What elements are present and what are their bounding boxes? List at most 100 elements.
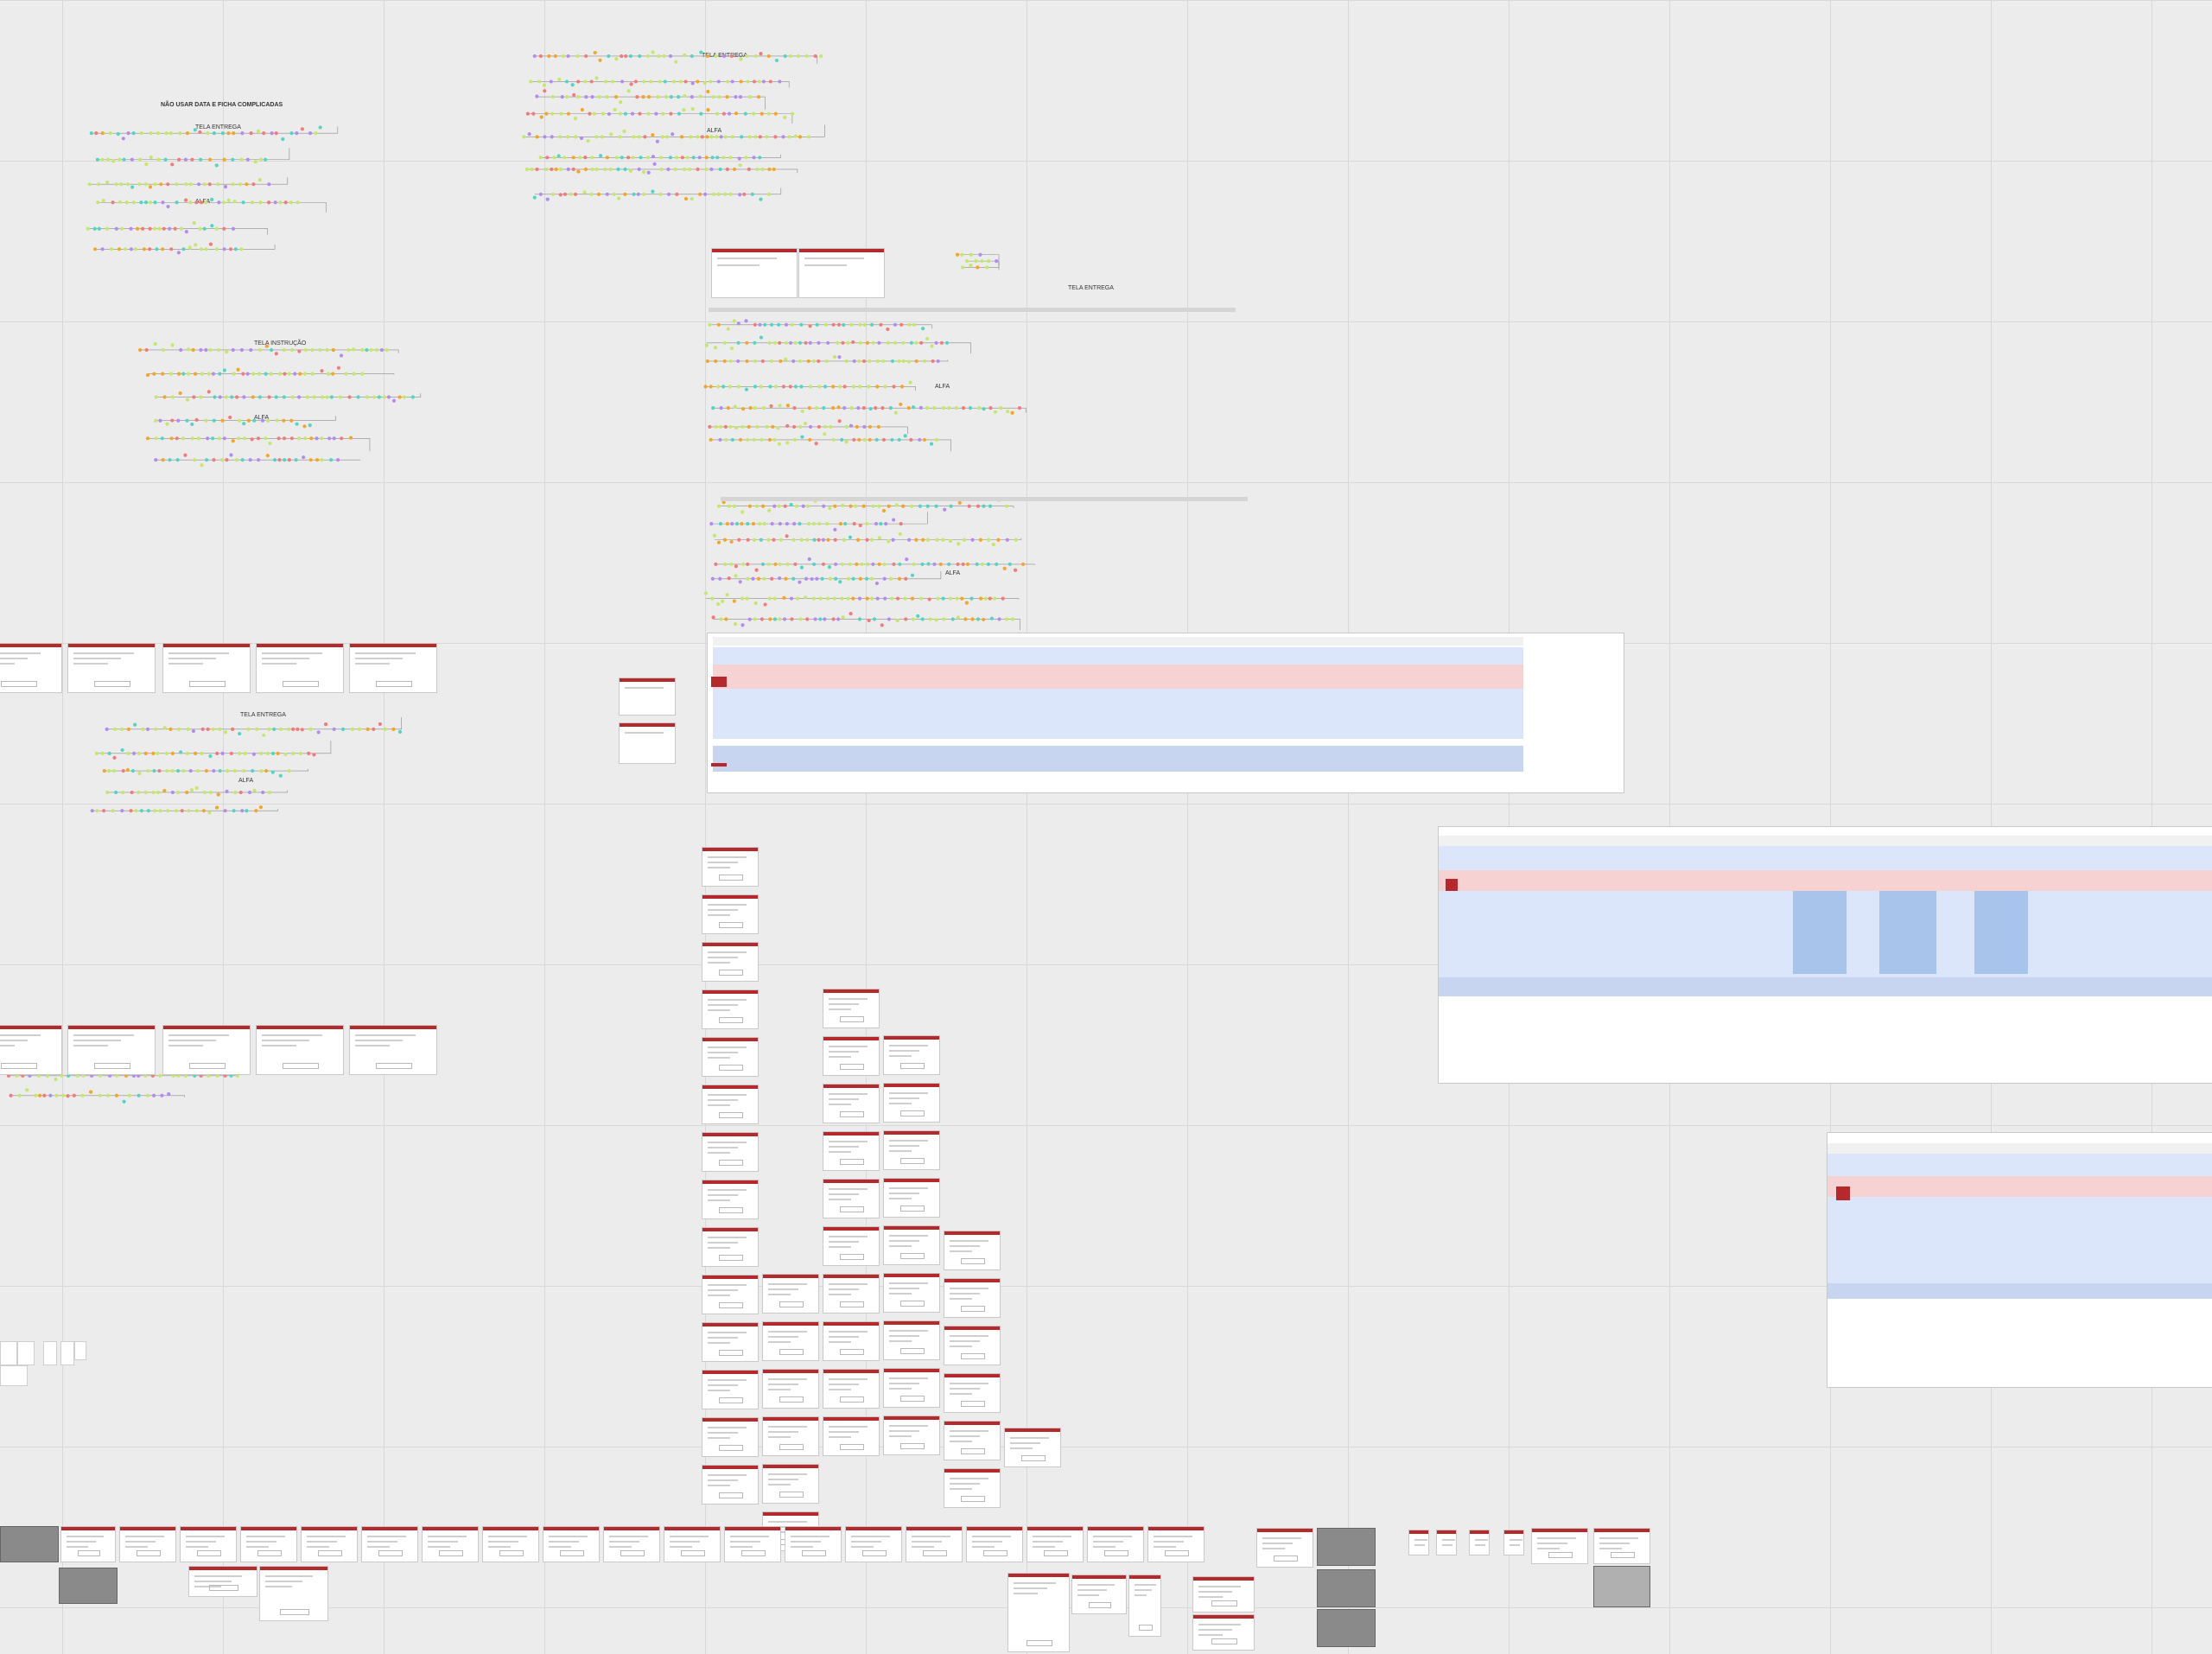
card-button[interactable] [94, 681, 130, 687]
flow-mockup[interactable] [906, 1526, 963, 1562]
card-button[interactable] [900, 1206, 925, 1212]
screenshot-thumbnail[interactable] [1317, 1609, 1376, 1647]
form-mockup[interactable] [702, 1180, 759, 1219]
card-button[interactable] [840, 1159, 864, 1165]
flow-cluster-instrucao[interactable] [134, 341, 497, 468]
card-button[interactable] [719, 875, 743, 881]
flow-mockup[interactable] [845, 1526, 902, 1562]
form-mockup[interactable] [823, 1179, 880, 1218]
card-button[interactable] [197, 1550, 221, 1556]
form-mockup[interactable] [762, 1464, 819, 1504]
small-document[interactable] [43, 1341, 57, 1365]
card-button[interactable] [923, 1550, 947, 1556]
card-button[interactable] [862, 1550, 887, 1556]
card-button[interactable] [961, 1258, 985, 1264]
card-button[interactable] [499, 1550, 524, 1556]
form-mockup[interactable] [1593, 1528, 1650, 1564]
form-mockup[interactable] [702, 1370, 759, 1409]
card-button[interactable] [1138, 1625, 1154, 1631]
form-mockup[interactable] [1192, 1576, 1255, 1613]
card-button[interactable] [257, 1550, 282, 1556]
mockup-card[interactable] [711, 248, 798, 298]
card-button[interactable] [719, 1302, 743, 1308]
card-button[interactable] [840, 1254, 864, 1260]
card-button[interactable] [900, 1301, 925, 1307]
card-button[interactable] [779, 1444, 804, 1450]
table-panel-right[interactable] [1438, 826, 2212, 1084]
card-button[interactable] [900, 1348, 925, 1354]
card-button[interactable] [1104, 1550, 1128, 1556]
form-mockup[interactable] [762, 1274, 819, 1314]
screenshot-thumbnail[interactable] [59, 1568, 118, 1604]
form-mockup[interactable] [1531, 1528, 1588, 1564]
form-mockup[interactable] [702, 1465, 759, 1505]
form-mockup[interactable] [823, 1036, 880, 1076]
flow-mockup[interactable] [1027, 1526, 1084, 1562]
form-mockup[interactable] [883, 1225, 940, 1265]
card-button[interactable] [961, 1448, 985, 1454]
card-button[interactable] [840, 1206, 864, 1212]
card-button[interactable] [283, 1063, 319, 1069]
card-button[interactable] [1165, 1550, 1189, 1556]
card-button[interactable] [840, 1396, 864, 1403]
form-mockup[interactable] [702, 1417, 759, 1457]
form-mockup[interactable] [702, 1275, 759, 1314]
form-mockup[interactable] [823, 1084, 880, 1123]
flow-mockup[interactable] [724, 1526, 781, 1562]
form-mockup[interactable] [944, 1468, 1001, 1508]
card-button[interactable] [280, 1609, 309, 1615]
card-button[interactable] [840, 1016, 864, 1022]
form-mockup[interactable] [702, 942, 759, 982]
card-button[interactable] [900, 1110, 925, 1116]
card-button[interactable] [560, 1550, 584, 1556]
card-button[interactable] [900, 1443, 925, 1449]
card-button[interactable] [840, 1111, 864, 1117]
card-button[interactable] [900, 1396, 925, 1402]
form-mockup[interactable] [944, 1373, 1001, 1413]
card-button[interactable] [840, 1301, 864, 1307]
small-document[interactable] [17, 1341, 35, 1365]
form-mockup[interactable] [883, 1178, 940, 1218]
form-mockup[interactable] [188, 1566, 257, 1597]
form-mockup[interactable] [1004, 1428, 1061, 1467]
form-mockup[interactable] [883, 1130, 940, 1170]
wide-mockup-card[interactable] [349, 1025, 437, 1075]
card-button[interactable] [961, 1306, 985, 1312]
card-button[interactable] [94, 1063, 130, 1069]
flow-mockup[interactable] [543, 1526, 600, 1562]
card-button[interactable] [137, 1550, 161, 1556]
mockup-card[interactable] [619, 722, 676, 764]
card-button[interactable] [961, 1496, 985, 1502]
card-button[interactable] [779, 1349, 804, 1355]
card-button[interactable] [1088, 1602, 1112, 1608]
card-button[interactable] [719, 1397, 743, 1403]
screenshot-thumbnail[interactable] [1317, 1528, 1376, 1566]
form-mockup[interactable] [1192, 1614, 1255, 1651]
wide-mockup-card[interactable] [256, 1025, 344, 1075]
form-mockup[interactable] [762, 1369, 819, 1409]
mockup-card[interactable] [798, 248, 885, 298]
card-button[interactable] [1211, 1638, 1237, 1644]
card-button[interactable] [961, 1401, 985, 1407]
card-button[interactable] [779, 1396, 804, 1403]
form-mockup[interactable] [702, 1227, 759, 1267]
flow-cluster-top-center[interactable] [518, 50, 1089, 201]
card-button[interactable] [779, 1301, 804, 1307]
wide-mockup-card[interactable] [0, 1025, 62, 1075]
flow-mockup[interactable] [240, 1526, 297, 1562]
card-button[interactable] [719, 1160, 743, 1166]
form-mockup[interactable] [944, 1421, 1001, 1460]
card-button[interactable] [620, 1550, 645, 1556]
small-document[interactable] [1436, 1530, 1457, 1555]
small-document[interactable] [74, 1341, 86, 1360]
form-mockup[interactable] [823, 989, 880, 1028]
card-button[interactable] [189, 1063, 226, 1069]
form-mockup[interactable] [702, 894, 759, 934]
small-document[interactable] [0, 1365, 28, 1386]
table-panel-main[interactable] [707, 633, 1624, 793]
card-button[interactable] [318, 1550, 342, 1556]
form-mockup[interactable] [883, 1368, 940, 1408]
wide-mockup-card[interactable] [162, 643, 251, 693]
card-button[interactable] [900, 1063, 925, 1069]
form-mockup[interactable] [944, 1326, 1001, 1365]
